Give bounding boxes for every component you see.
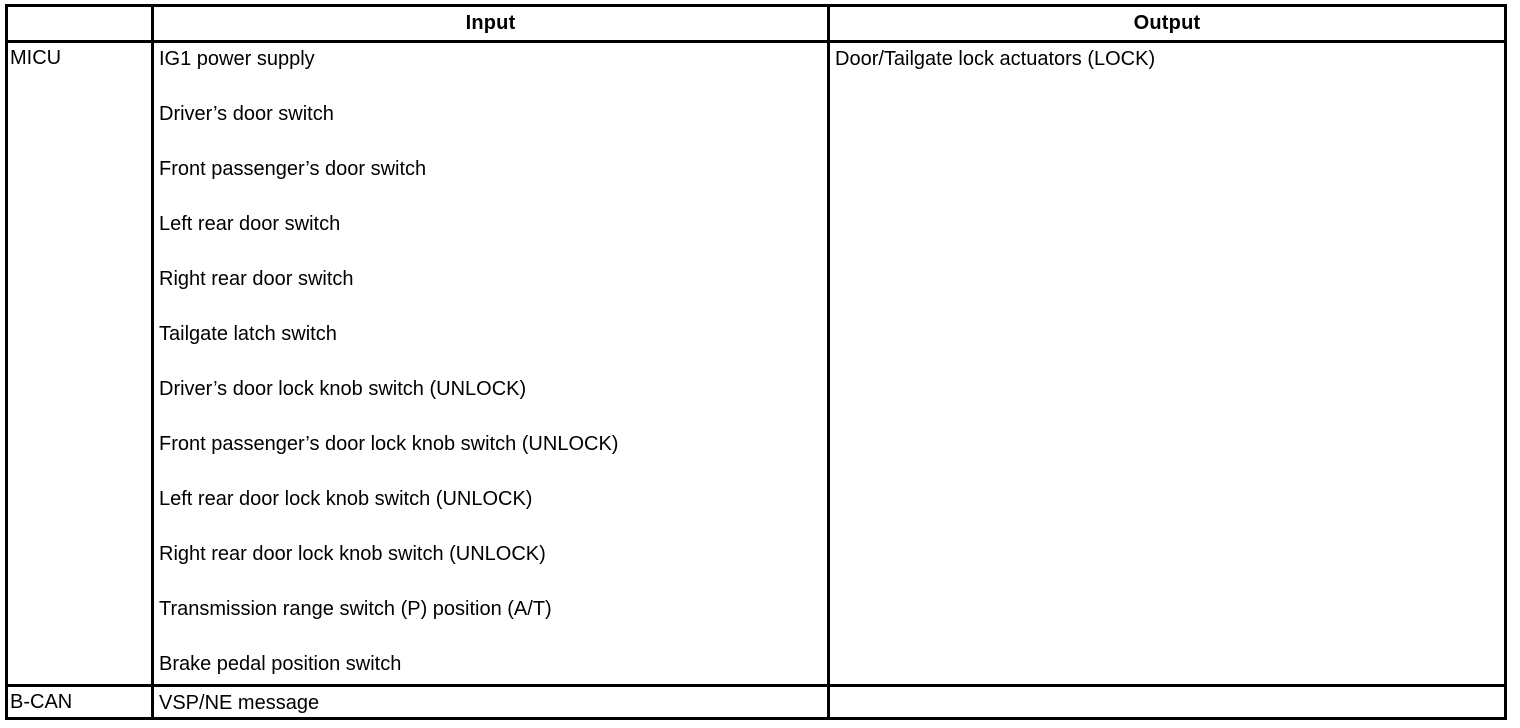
output-cell-micu: Door/Tailgate lock actuators (LOCK) <box>830 47 1504 102</box>
list-item: Brake pedal position switch <box>159 653 402 675</box>
list-item: Left rear door lock knob switch (UNLOCK) <box>159 488 533 510</box>
table-row: MICU <box>8 47 151 69</box>
module-label-micu: MICU <box>10 47 62 69</box>
list-item: Tailgate latch switch <box>159 323 337 345</box>
list-item: Right rear door switch <box>159 268 354 290</box>
input-cell-bcan: VSP/NE message <box>154 691 827 715</box>
list-item: Front passenger’s door switch <box>159 158 427 180</box>
list-item: Transmission range switch (P) position (… <box>159 598 552 620</box>
list-item: Right rear door lock knob switch (UNLOCK… <box>159 543 546 565</box>
bcan-row-divider <box>8 684 1504 687</box>
table-row: B-CAN <box>8 691 151 713</box>
list-item: IG1 power supply <box>159 48 315 70</box>
list-item: Left rear door switch <box>159 213 341 235</box>
table-header-row: Input Output <box>8 7 1504 40</box>
input-item-list-bcan: VSP/NE message <box>154 691 827 715</box>
column-header-input: Input <box>465 12 516 34</box>
list-item: VSP/NE message <box>159 692 320 714</box>
list-item: Door/Tailgate lock actuators (LOCK) <box>835 48 1156 70</box>
list-item: Driver’s door switch <box>159 103 334 125</box>
module-label-bcan: B-CAN <box>10 691 73 713</box>
input-cell-micu: IG1 power supply Driver’s door switch Fr… <box>154 47 827 707</box>
input-output-table: Input Output MICU IG1 power supply Drive… <box>5 4 1507 720</box>
column-header-output: Output <box>1133 12 1201 34</box>
output-item-list-micu: Door/Tailgate lock actuators (LOCK) <box>830 47 1504 102</box>
module-input-divider <box>151 7 154 717</box>
input-output-divider <box>827 7 830 717</box>
list-item: Driver’s door lock knob switch (UNLOCK) <box>159 378 527 400</box>
header-divider <box>8 40 1504 43</box>
list-item: Front passenger’s door lock knob switch … <box>159 433 619 455</box>
input-item-list-micu: IG1 power supply Driver’s door switch Fr… <box>154 47 827 707</box>
